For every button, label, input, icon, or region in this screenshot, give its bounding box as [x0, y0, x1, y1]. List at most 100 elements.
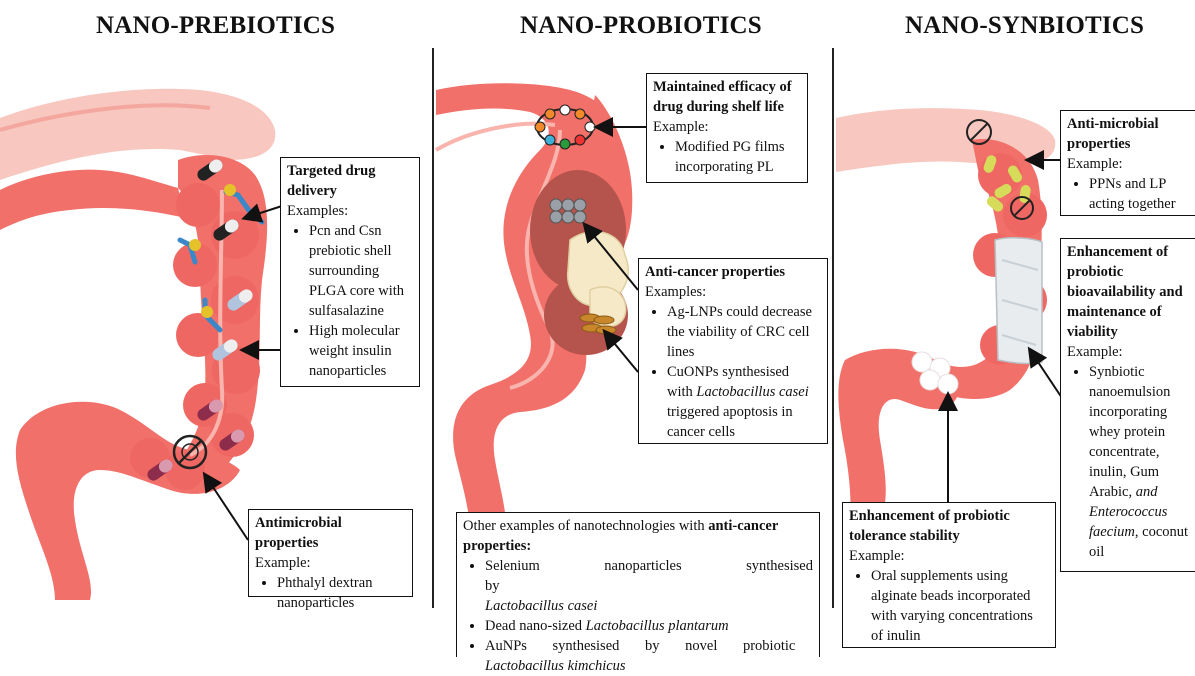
item-line: Synbiotic: [1089, 362, 1194, 382]
item-line: lines: [667, 342, 821, 362]
bioavail-title-line: probiotic: [1067, 262, 1194, 282]
targeted-list: Pcn and Csn prebiotic shell surrounding …: [287, 221, 413, 381]
item-line: Arabic, and: [1089, 482, 1194, 502]
item-line: High molecular: [309, 321, 413, 341]
item-line: with varying concentrations: [871, 606, 1049, 626]
box-probiotic-tolerance: Enhancement of probiotic tolerance stabi…: [842, 502, 1056, 648]
other-intro-line2: properties:: [463, 536, 813, 556]
item-line: Lactobacillus kimchicus: [485, 656, 813, 676]
antimicrobial-label: Example:: [255, 553, 406, 573]
item-line: Lactobacillus casei: [485, 596, 813, 616]
species-name: Lactobacillus casei: [485, 598, 597, 614]
colon-illustration-probiotics: [436, 83, 632, 545]
item-line: Selenium nanoparticles synthesised by: [485, 556, 813, 596]
item-line: PLGA core with: [309, 281, 413, 301]
tolerance-title-line2: tolerance stability: [849, 526, 1049, 546]
bioavail-label: Example:: [1067, 342, 1194, 362]
item-line: CuONPs synthesised: [667, 362, 821, 382]
item-line: the viability of CRC cell: [667, 322, 821, 342]
item-line: alginate beads incorporated: [871, 586, 1049, 606]
item-line: PPNs and LP: [1089, 174, 1189, 194]
item-line: Modified PG films: [675, 137, 801, 157]
box-antimicrobial-synbiotics: Anti-microbial properties Example: PPNs …: [1060, 110, 1195, 216]
item-line: weight insulin: [309, 341, 413, 361]
antimicrobial-list: Phthalyl dextran nanoparticles: [255, 573, 406, 613]
other-list: Selenium nanoparticles synthesised by La…: [463, 556, 813, 676]
bioavail-title-line: bioavailability and: [1067, 282, 1194, 302]
item-line: oil: [1089, 542, 1194, 562]
list-item: Synbiotic nanoemulsion incorporating whe…: [1089, 362, 1194, 562]
other-intro-line1: Other examples of nanotechnologies with …: [463, 516, 813, 536]
list-item: Oral supplements using alginate beads in…: [871, 566, 1049, 646]
item-text: , coconut: [1135, 524, 1188, 540]
arrow-bioavailability: [1030, 350, 1062, 398]
item-line: concentrate,: [1089, 442, 1194, 462]
species-name: faecium: [1089, 524, 1135, 540]
list-item: PPNs and LP acting together: [1089, 174, 1189, 214]
item-line: incorporating: [1089, 402, 1194, 422]
list-item: Dead nano-sized Lactobacillus plantarum: [485, 616, 813, 636]
item-line: nanoparticles: [277, 593, 406, 613]
syn-antimicrobial-title-line2: properties: [1067, 134, 1189, 154]
item-line: surrounding: [309, 261, 413, 281]
species-name: Lactobacillus kimchicus: [485, 658, 626, 674]
other-intro-text: Other examples of nanotechnologies with: [463, 518, 708, 534]
bioavail-title-line: viability: [1067, 322, 1194, 342]
other-intro-bold2: properties:: [463, 538, 531, 554]
item-line: Ag-LNPs could decrease: [667, 302, 821, 322]
item-line: with Lactobacillus casei: [667, 382, 821, 402]
colon-illustration-synbiotics: [836, 108, 1055, 520]
arrow-anticancer-2: [605, 332, 638, 372]
item-line: AuNPs synthesised by novel probiotic: [485, 636, 813, 656]
list-item: Phthalyl dextran nanoparticles: [277, 573, 406, 613]
item-line: incorporating PL: [675, 157, 801, 177]
efficacy-title-line2: drug during shelf life: [653, 97, 801, 117]
targeted-title-line1: Targeted drug: [287, 161, 413, 181]
species-name: Lactobacillus plantarum: [586, 618, 729, 634]
item-line: sulfasalazine: [309, 301, 413, 321]
tolerance-label: Example:: [849, 546, 1049, 566]
box-targeted-drug-delivery: Targeted drug delivery Examples: Pcn and…: [280, 157, 420, 387]
efficacy-label: Example:: [653, 117, 801, 137]
item-line: Phthalyl dextran: [277, 573, 406, 593]
bioavail-title-line: Enhancement of: [1067, 242, 1194, 262]
targeted-label: Examples:: [287, 201, 413, 221]
other-intro-bold: anti-cancer: [708, 518, 778, 534]
antimicrobial-title: Antimicrobial properties: [255, 513, 406, 553]
item-line: cancer cells: [667, 422, 821, 442]
box-anticancer-properties: Anti-cancer properties Examples: Ag-LNPs…: [638, 258, 828, 444]
item-line: of inulin: [871, 626, 1049, 646]
list-item: Pcn and Csn prebiotic shell surrounding …: [309, 221, 413, 321]
species-name: Enterococcus: [1089, 504, 1167, 520]
item-text: Dead nano-sized: [485, 618, 586, 634]
efficacy-list: Modified PG films incorporating PL: [653, 137, 801, 177]
list-item: CuONPs synthesised with Lactobacillus ca…: [667, 362, 821, 442]
list-item: Selenium nanoparticles synthesised by La…: [485, 556, 813, 616]
targeted-title-line2: delivery: [287, 181, 413, 201]
list-item: AuNPs synthesised by novel probiotic Lac…: [485, 636, 813, 676]
item-line: Enterococcus: [1089, 502, 1194, 522]
item-line: inulin, Gum: [1089, 462, 1194, 482]
item-line: Pcn and Csn: [309, 221, 413, 241]
item-line: nanoemulsion: [1089, 382, 1194, 402]
list-item: Modified PG films incorporating PL: [675, 137, 801, 177]
anticancer-label: Examples:: [645, 282, 821, 302]
item-line: nanoparticles: [309, 361, 413, 381]
item-line: triggered apoptosis in: [667, 402, 821, 422]
box-antimicrobial-prebiotics: Antimicrobial properties Example: Phthal…: [248, 509, 413, 597]
item-italic: and: [1136, 484, 1158, 500]
bioavail-title-line: maintenance of: [1067, 302, 1194, 322]
tolerance-list: Oral supplements using alginate beads in…: [849, 566, 1049, 646]
item-line: whey protein: [1089, 422, 1194, 442]
bioavail-list: Synbiotic nanoemulsion incorporating whe…: [1067, 362, 1194, 562]
list-item: High molecular weight insulin nanopartic…: [309, 321, 413, 381]
item-line: acting together: [1089, 194, 1189, 214]
syn-antimicrobial-label: Example:: [1067, 154, 1189, 174]
item-line: prebiotic shell: [309, 241, 413, 261]
item-line: faecium, coconut: [1089, 522, 1194, 542]
anticancer-title: Anti-cancer properties: [645, 262, 821, 282]
item-text: Arabic,: [1089, 484, 1136, 500]
box-other-anticancer-examples: Other examples of nanotechnologies with …: [456, 512, 820, 657]
tolerance-title-line1: Enhancement of probiotic: [849, 506, 1049, 526]
list-item: Ag-LNPs could decrease the viability of …: [667, 302, 821, 362]
